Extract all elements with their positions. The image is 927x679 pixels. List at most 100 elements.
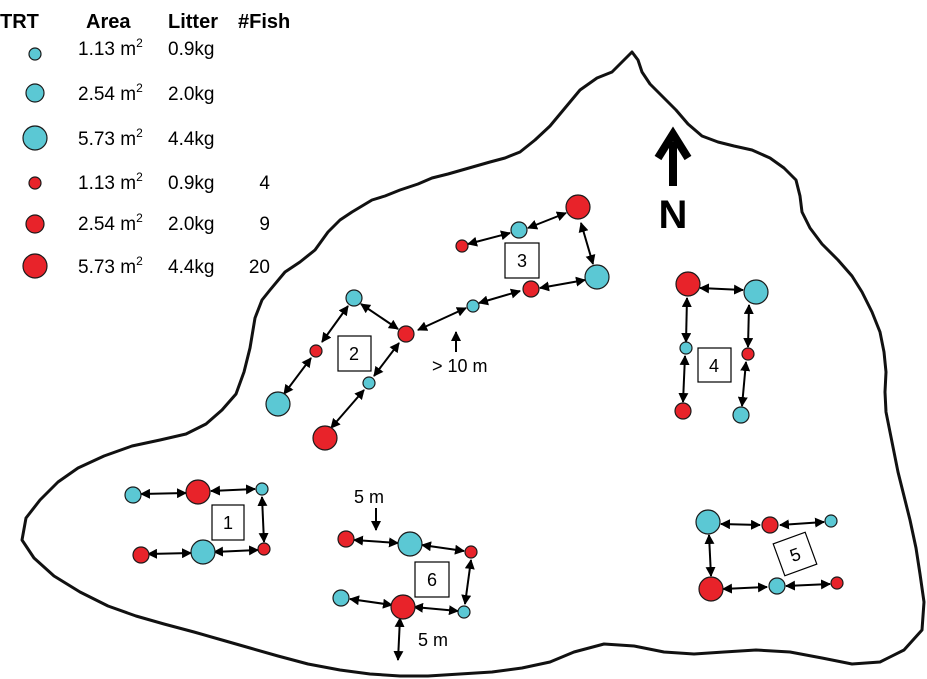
wetland-boundary xyxy=(20,50,926,678)
legend-fish-4: 4 xyxy=(259,173,270,194)
enclosure-fish-large xyxy=(675,271,701,297)
connector-3b xyxy=(527,211,567,230)
legend-area-4: 1.13 m2 xyxy=(78,170,143,194)
connectors xyxy=(140,211,831,661)
connector-far xyxy=(417,307,467,331)
enclosure-fish-large xyxy=(185,479,211,505)
legend-header-area: Area xyxy=(86,11,131,33)
connector-1d xyxy=(147,548,192,559)
legend-area-3: 5.73 m2 xyxy=(78,126,143,150)
legend-marker-control-small xyxy=(28,47,42,61)
enclosure-control-large xyxy=(190,539,216,565)
plot-label-5: 5 xyxy=(772,531,818,577)
connector-4b xyxy=(681,297,692,343)
connector-1a xyxy=(140,488,187,499)
enclosure-fish-medium xyxy=(132,546,150,564)
connector-4c xyxy=(743,304,754,348)
enclosure-control-medium xyxy=(768,577,786,595)
enclosure-control-large xyxy=(695,509,721,535)
enclosure-fish-large xyxy=(565,194,591,220)
plot-label-4: 4 xyxy=(697,347,732,383)
legend-area-2: 2.54 m2 xyxy=(78,81,143,105)
connector-1b xyxy=(210,484,256,496)
enclosure-fish-large xyxy=(390,594,416,620)
connector-6d xyxy=(349,595,393,609)
enclosure-control-medium xyxy=(510,221,528,239)
enclosure-control-large xyxy=(265,391,291,417)
plot-label-1: 1 xyxy=(211,504,245,541)
legend-litter-1: 0.9kg xyxy=(168,39,214,60)
enclosure-control-small xyxy=(457,605,471,619)
distance-label-5m-bottom: 5 m xyxy=(418,630,448,650)
enclosure-control-large xyxy=(397,531,423,557)
connector-2a xyxy=(321,305,349,343)
enclosure-fish-small xyxy=(464,545,478,559)
enclosure-control-small xyxy=(679,341,693,355)
connector-5e xyxy=(785,579,831,591)
connector-4e xyxy=(737,361,751,407)
connector-6b xyxy=(421,541,465,555)
legend-fish-6: 20 xyxy=(249,257,270,278)
legend: TRT Area Litter #Fish 1.13 m2 2.54 m2 5.… xyxy=(0,11,290,279)
connector-4a xyxy=(699,283,744,295)
enclosure-fish-medium xyxy=(761,516,779,534)
legend-area-5: 2.54 m2 xyxy=(78,211,143,235)
annotation-arrows xyxy=(371,331,461,531)
connector-3a xyxy=(467,230,511,247)
legend-litter-5: 2.0kg xyxy=(168,214,214,235)
enclosure-fish-large xyxy=(698,576,724,602)
plot-labels: 1 2 3 4 5 6 xyxy=(211,242,818,598)
legend-litter-4: 0.9kg xyxy=(168,173,214,194)
distance-label-far: > 10 m xyxy=(432,356,488,376)
connector-1e xyxy=(213,545,259,557)
legend-marker-fish-large xyxy=(22,253,48,279)
enclosure-control-medium xyxy=(732,406,750,424)
legend-marker-fish-small xyxy=(28,176,42,190)
north-arrow: N xyxy=(654,126,692,237)
enclosure-fish-large xyxy=(312,425,338,451)
connector-2b xyxy=(360,303,399,330)
enclosure-control-medium xyxy=(345,289,363,307)
connector-5a xyxy=(720,519,761,530)
plot-label-6: 6 xyxy=(414,561,450,598)
svg-text:2: 2 xyxy=(349,344,359,364)
connector-2d xyxy=(373,342,400,377)
connector-3c xyxy=(578,222,596,265)
connector-3e xyxy=(478,288,521,306)
enclosures xyxy=(124,194,844,620)
legend-area-1: 1.13 m2 xyxy=(78,36,143,60)
enclosure-fish-small xyxy=(309,344,323,358)
enclosure-fish-medium xyxy=(522,280,540,298)
legend-area-6: 5.73 m2 xyxy=(78,254,143,278)
enclosure-control-large xyxy=(584,264,610,290)
enclosure-control-small xyxy=(466,299,480,313)
plot-label-3: 3 xyxy=(504,242,540,279)
legend-header-trt: TRT xyxy=(0,11,39,33)
distance-label-5m-top: 5 m xyxy=(354,487,384,507)
legend-fish-5: 9 xyxy=(259,214,270,235)
enclosure-control-medium xyxy=(332,589,350,607)
connector-5b xyxy=(779,517,825,530)
connector-3d xyxy=(539,276,586,292)
enclosure-control-small xyxy=(824,514,838,528)
legend-header-litter: Litter xyxy=(168,11,218,33)
svg-text:1: 1 xyxy=(223,513,233,533)
connector-5d xyxy=(722,582,768,594)
svg-text:4: 4 xyxy=(709,356,719,376)
connector-2c xyxy=(283,357,312,395)
enclosure-fish-small xyxy=(741,347,755,361)
connector-6a xyxy=(353,535,399,548)
legend-header-fish: #Fish xyxy=(238,11,290,33)
connector-6f xyxy=(393,617,405,661)
connector-4d xyxy=(678,355,690,403)
legend-litter-6: 4.4kg xyxy=(168,257,214,278)
enclosure-control-small xyxy=(362,376,376,390)
enclosure-fish-medium xyxy=(397,325,415,343)
enclosure-control-medium xyxy=(124,486,142,504)
legend-marker-control-medium xyxy=(25,83,45,103)
connector-1c xyxy=(257,496,269,543)
connector-2e xyxy=(330,389,365,429)
enclosure-fish-small xyxy=(455,239,469,253)
enclosure-fish-medium xyxy=(337,530,355,548)
